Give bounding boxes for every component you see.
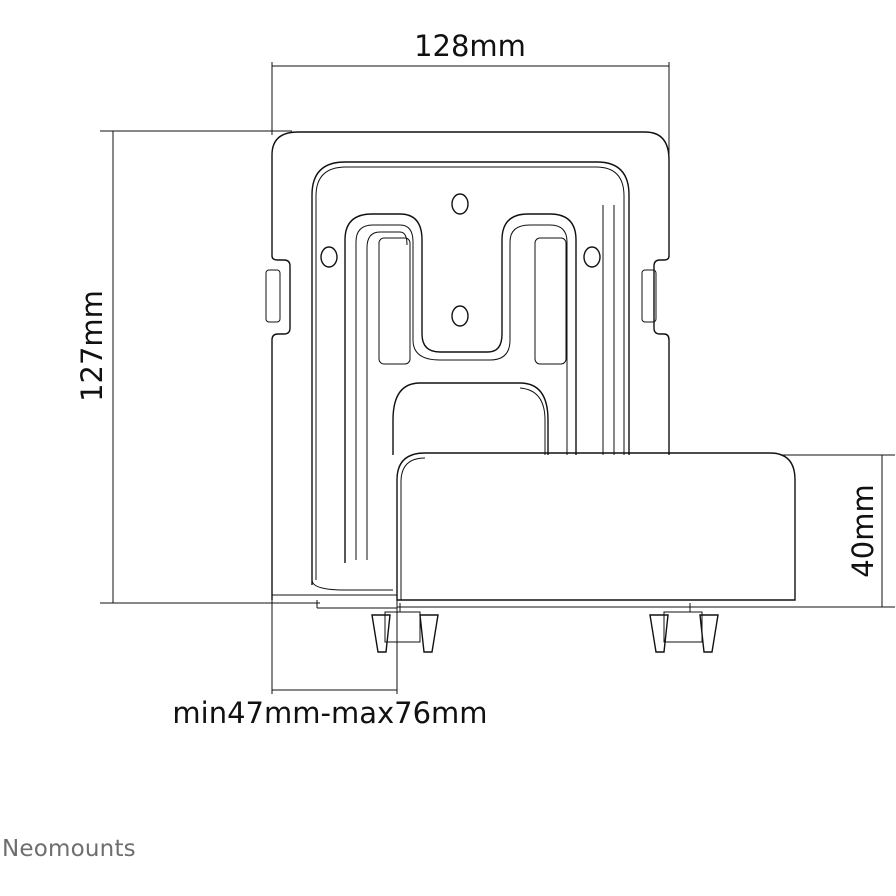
back-plate bbox=[265, 131, 670, 609]
width-dimension: 128mm bbox=[271, 29, 670, 160]
brand-logo: Neomounts bbox=[2, 836, 136, 862]
foot-right bbox=[649, 603, 719, 653]
device-holder bbox=[396, 452, 796, 608]
height-dimension: 127mm bbox=[75, 130, 320, 604]
foot-left bbox=[371, 603, 439, 653]
range-dimension: min47mm-max76mm bbox=[172, 600, 488, 730]
feet bbox=[371, 603, 719, 653]
depth-label: 40mm bbox=[846, 484, 880, 577]
height-label: 127mm bbox=[75, 290, 109, 402]
depth-dimension: 40mm bbox=[780, 454, 895, 608]
width-label: 128mm bbox=[414, 29, 526, 63]
range-label: min47mm-max76mm bbox=[172, 696, 487, 730]
